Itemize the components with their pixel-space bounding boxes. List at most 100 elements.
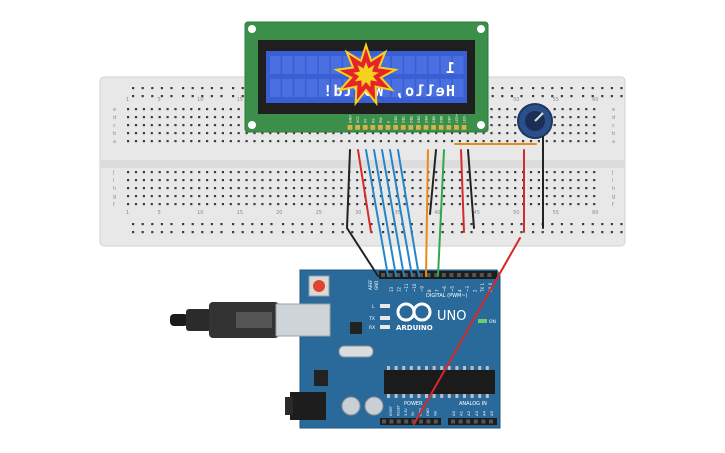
breadboard-hole[interactable] bbox=[395, 179, 398, 182]
breadboard-hole[interactable] bbox=[553, 116, 556, 119]
breadboard-hole[interactable] bbox=[419, 195, 422, 198]
breadboard-hole[interactable] bbox=[490, 179, 493, 182]
power-rail-hole[interactable] bbox=[241, 95, 244, 98]
breadboard-hole[interactable] bbox=[537, 179, 540, 182]
breadboard-hole[interactable] bbox=[213, 124, 217, 127]
power-rail-hole[interactable] bbox=[432, 231, 435, 234]
power-rail-hole[interactable] bbox=[401, 231, 404, 234]
breadboard-hole[interactable] bbox=[127, 203, 130, 206]
analog-header-hole[interactable] bbox=[489, 419, 493, 424]
lcd-pin[interactable] bbox=[438, 125, 444, 130]
breadboard-hole[interactable] bbox=[182, 195, 185, 198]
power-rail-hole[interactable] bbox=[551, 231, 554, 234]
power-rail-hole[interactable] bbox=[601, 231, 604, 234]
breadboard-hole[interactable] bbox=[269, 132, 272, 135]
breadboard-hole[interactable] bbox=[332, 132, 335, 135]
breadboard-hole[interactable] bbox=[498, 171, 501, 174]
lcd-pin[interactable] bbox=[370, 125, 376, 130]
breadboard-hole[interactable] bbox=[221, 132, 224, 135]
wire-orange-db7[interactable] bbox=[425, 149, 429, 277]
power-rail-hole[interactable] bbox=[341, 231, 344, 234]
breadboard-hole[interactable] bbox=[174, 187, 177, 190]
power-rail-hole[interactable] bbox=[451, 231, 454, 234]
power-rail-hole[interactable] bbox=[410, 223, 413, 226]
breadboard-hole[interactable] bbox=[450, 132, 454, 135]
power-rail-hole[interactable] bbox=[610, 87, 613, 90]
breadboard-hole[interactable] bbox=[561, 108, 564, 111]
breadboard-hole[interactable] bbox=[198, 179, 201, 182]
breadboard-hole[interactable] bbox=[150, 140, 153, 143]
breadboard-hole[interactable] bbox=[593, 187, 596, 190]
breadboard-hole[interactable] bbox=[364, 203, 367, 206]
breadboard-hole[interactable] bbox=[561, 203, 564, 206]
lcd-pin[interactable] bbox=[355, 125, 360, 130]
breadboard-hole[interactable] bbox=[482, 132, 485, 135]
power-rail-hole[interactable] bbox=[620, 231, 623, 234]
breadboard-hole[interactable] bbox=[427, 140, 430, 143]
breadboard-hole[interactable] bbox=[245, 132, 248, 135]
breadboard-hole[interactable] bbox=[458, 195, 461, 198]
breadboard-hole[interactable] bbox=[158, 108, 161, 111]
breadboard-hole[interactable] bbox=[545, 179, 548, 182]
breadboard[interactable]: aabbccddeeffgghhiijj11551010151520202525… bbox=[99, 76, 626, 247]
breadboard-hole[interactable] bbox=[419, 187, 422, 190]
breadboard-hole[interactable] bbox=[443, 187, 446, 190]
power-rail-hole[interactable] bbox=[501, 87, 504, 90]
power-rail-hole[interactable] bbox=[520, 87, 523, 90]
breadboard-hole[interactable] bbox=[134, 195, 138, 198]
analog-header-hole[interactable] bbox=[466, 419, 471, 424]
breadboard-hole[interactable] bbox=[229, 108, 232, 111]
breadboard-hole[interactable] bbox=[229, 132, 232, 135]
breadboard-hole[interactable] bbox=[474, 132, 477, 135]
breadboard-hole[interactable] bbox=[490, 140, 493, 143]
breadboard-hole[interactable] bbox=[237, 116, 240, 119]
breadboard-hole[interactable] bbox=[585, 140, 588, 143]
breadboard-hole[interactable] bbox=[490, 187, 493, 190]
power-rail-hole[interactable] bbox=[220, 231, 223, 234]
wire-blue-rs[interactable] bbox=[365, 149, 389, 277]
breadboard-hole[interactable] bbox=[561, 132, 564, 135]
breadboard-hole[interactable] bbox=[158, 187, 161, 190]
power-rail-hole[interactable] bbox=[582, 223, 585, 226]
breadboard-hole[interactable] bbox=[553, 179, 556, 182]
breadboard-hole[interactable] bbox=[569, 187, 572, 190]
power-rail-hole[interactable] bbox=[382, 223, 385, 226]
breadboard-hole[interactable] bbox=[237, 179, 240, 182]
breadboard-hole[interactable] bbox=[593, 179, 596, 182]
power-rail-hole[interactable] bbox=[132, 87, 135, 90]
breadboard-hole[interactable] bbox=[237, 195, 240, 198]
breadboard-hole[interactable] bbox=[514, 179, 517, 182]
breadboard-hole[interactable] bbox=[490, 116, 493, 119]
breadboard-hole[interactable] bbox=[166, 187, 169, 190]
breadboard-hole[interactable] bbox=[593, 108, 596, 111]
power-rail-hole[interactable] bbox=[132, 95, 135, 98]
breadboard-hole[interactable] bbox=[577, 195, 580, 198]
breadboard-hole[interactable] bbox=[213, 179, 217, 182]
breadboard-hole[interactable] bbox=[213, 187, 217, 190]
breadboard-hole[interactable] bbox=[150, 171, 153, 174]
breadboard-hole[interactable] bbox=[553, 132, 556, 135]
power-rail-hole[interactable] bbox=[151, 231, 154, 234]
breadboard-hole[interactable] bbox=[127, 195, 130, 198]
power-rail-hole[interactable] bbox=[370, 223, 373, 226]
breadboard-hole[interactable] bbox=[134, 108, 138, 111]
power-rail-hole[interactable] bbox=[270, 223, 273, 226]
breadboard-hole[interactable] bbox=[387, 140, 390, 143]
digital-header-hole[interactable] bbox=[472, 273, 477, 277]
breadboard-hole[interactable] bbox=[150, 187, 153, 190]
power-rail-hole[interactable] bbox=[141, 231, 144, 234]
power-rail-hole[interactable] bbox=[332, 231, 335, 234]
breadboard-hole[interactable] bbox=[308, 132, 311, 135]
breadboard-hole[interactable] bbox=[577, 124, 580, 127]
power-rail-hole[interactable] bbox=[510, 95, 513, 98]
breadboard-hole[interactable] bbox=[190, 132, 193, 135]
power-rail-hole[interactable] bbox=[201, 95, 204, 98]
lcd-pin[interactable] bbox=[461, 125, 467, 130]
breadboard-hole[interactable] bbox=[482, 195, 485, 198]
power-rail-hole[interactable] bbox=[351, 231, 354, 234]
breadboard-hole[interactable] bbox=[419, 132, 422, 135]
breadboard-hole[interactable] bbox=[221, 203, 224, 206]
breadboard-hole[interactable] bbox=[506, 203, 509, 206]
breadboard-hole[interactable] bbox=[482, 171, 485, 174]
